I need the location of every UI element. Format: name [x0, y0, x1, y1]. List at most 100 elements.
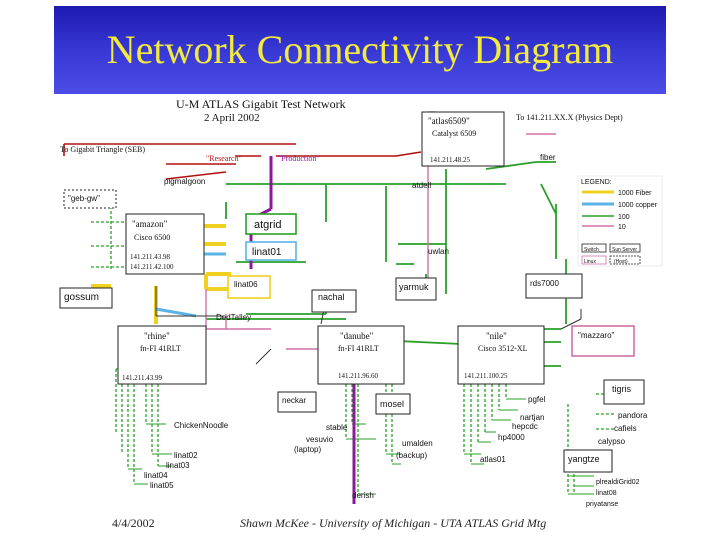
host-atlas01: atlas01 — [480, 455, 506, 464]
mosel-label: mosel — [380, 399, 404, 409]
danube-name: "danube" — [340, 331, 374, 341]
legend-box-switch — [581, 243, 607, 253]
danube-ip: 141.211.96.60 — [338, 372, 378, 380]
rhine-model: fn-FI 41RLT — [140, 344, 181, 353]
research-label: "Research" — [206, 154, 242, 163]
legend-100: 100 — [618, 214, 630, 221]
host-stable: stable — [326, 423, 348, 432]
legend-10: 10 — [618, 224, 626, 231]
host-plrealdigrid02: plrealdiGrid02 — [596, 479, 640, 486]
host-atdell: atdell — [412, 181, 431, 190]
amazon-ip2: 141.211.42.100 — [130, 263, 174, 271]
server-rds7000: rds7000 — [525, 273, 583, 299]
nile-model: Cisco 3512-XL — [478, 344, 528, 353]
host-priyatanse: priyatanse — [586, 501, 618, 508]
host-umalden: umalden — [402, 439, 433, 448]
legend-host: (Host) — [614, 259, 628, 265]
nile-ip: 141.211.100.25 — [464, 372, 508, 380]
to-physics-label: To 141.211.XX.X (Physics Dept) — [516, 113, 623, 122]
switch-rhine: "rhine" fn-FI 41RLT 141.211.43.99 — [117, 325, 207, 385]
amazon-ip1: 141.211.43.98 — [130, 253, 170, 261]
nachal-label: nachal — [318, 292, 345, 302]
rhine-name: "rhine" — [144, 331, 170, 341]
tigris-label: tigris — [612, 384, 632, 394]
legend-fiber: 1000 Fiber — [618, 190, 652, 197]
diagram-date: 2 April 2002 — [204, 112, 260, 124]
host-hp4000: hp4000 — [498, 433, 525, 442]
legend-copper: 1000 copper — [618, 202, 658, 209]
yangtze-label: yangtze — [568, 454, 600, 464]
server-mosel: mosel — [375, 393, 411, 415]
atlas6509-model: Catalyst 6509 — [432, 129, 476, 138]
gossum-label: gossum — [64, 292, 99, 303]
legend-box-host — [609, 255, 641, 265]
linat01-label: linat01 — [252, 247, 282, 258]
server-nachal: nachal — [311, 289, 357, 313]
slide-title: Network Connectivity Diagram — [106, 27, 614, 72]
host-calypso: calypso — [598, 437, 626, 446]
danube-model: fn-FI 41RLT — [338, 344, 379, 353]
host-dedtalley: DedTalley — [216, 313, 251, 322]
host-backup: (backup) — [396, 451, 427, 460]
server-linat01: linat01 — [245, 241, 297, 261]
host-uwlan: uwlan — [428, 247, 449, 256]
legend-title: LEGEND: — [581, 179, 612, 186]
server-gossum: gossum — [59, 287, 113, 309]
amazon-name: "amazon" — [132, 219, 168, 229]
nile-name: "nile" — [486, 331, 507, 341]
host-vesuvio: vesuvio — [306, 435, 334, 444]
switch-amazon: "amazon" Cisco 6500 141.211.43.98 141.21… — [125, 213, 205, 275]
host-linat05: linat05 — [150, 481, 174, 490]
neckar-label: neckar — [282, 396, 306, 405]
atlas6509-ip: 141.211.48.25 — [430, 156, 470, 164]
host-pigmalgoon: pigmalgoon — [164, 177, 205, 186]
legend-box-linux — [581, 255, 607, 265]
host-laptop: (laptop) — [294, 445, 321, 454]
misc-links — [155, 115, 582, 365]
host-linat02: linat02 — [174, 451, 198, 460]
host-fiber: fiber — [540, 153, 556, 162]
server-yarmuk: yarmuk — [395, 277, 437, 301]
server-neckar: neckar — [277, 391, 317, 413]
host-derish: derish — [352, 491, 374, 500]
atgrid-label: atgrid — [254, 219, 282, 231]
rds7000-label: rds7000 — [530, 279, 559, 288]
to-gigabit-label: To Gigabit Triangle (SEB) — [60, 145, 145, 154]
production-label: "Production" — [278, 154, 320, 163]
research-links — [63, 143, 422, 180]
host-linat03: linat03 — [166, 461, 190, 470]
diagram-heading: U-M ATLAS Gigabit Test Network — [176, 97, 346, 111]
footer-credit: Shawn McKee - University of Michigan - U… — [240, 516, 547, 530]
geb-gw-label: "geb-gw" — [68, 194, 100, 203]
linat06-label: linat06 — [234, 280, 258, 289]
switch-danube: "danube" fn-FI 41RLT 141.211.96.60 — [317, 325, 405, 385]
legend-sun: Sun Server — [612, 247, 637, 253]
server-yangtze: yangtze — [563, 449, 613, 473]
mazzaro-label: "mazzaro" — [578, 331, 615, 340]
yarmuk-label: yarmuk — [399, 282, 429, 292]
host-hepcdc: hepcdc — [512, 422, 538, 431]
host-pgfel: pgfel — [528, 395, 546, 404]
server-linat06: linat06 — [227, 275, 271, 299]
host-geb-gw: "geb-gw" — [63, 189, 117, 209]
atlas6509-name: "atlas6509" — [428, 116, 470, 126]
host-connectors — [128, 398, 594, 495]
server-atgrid: atgrid — [245, 213, 297, 235]
switch-nile: "nile" Cisco 3512-XL 141.211.100.25 — [457, 325, 545, 385]
title-banner — [54, 6, 666, 94]
server-mazzaro: "mazzaro" — [571, 325, 635, 357]
legend: LEGEND: 1000 Fiber 1000 copper 100 10 Sw… — [577, 175, 663, 267]
legend-switch: Switch — [584, 247, 599, 253]
host-cafiels: cafiels — [614, 424, 637, 433]
host-nartjan: nartjan — [520, 413, 544, 422]
server-tigris: tigris — [603, 379, 645, 405]
legend-linux: Linux — [584, 259, 596, 265]
switch-atlas6509: "atlas6509" Catalyst 6509 141.211.48.25 — [421, 111, 505, 167]
host-linat04: linat04 — [144, 471, 168, 480]
host-linat08: linat08 — [596, 490, 617, 497]
footer-date: 4/4/2002 — [112, 516, 155, 530]
network-diagram: U-M ATLAS Gigabit Test Network 2 April 2… — [56, 94, 666, 514]
legend-box-sun — [609, 243, 641, 253]
rhine-ip: 141.211.43.99 — [122, 374, 162, 382]
host-pandora: pandora — [618, 411, 648, 420]
